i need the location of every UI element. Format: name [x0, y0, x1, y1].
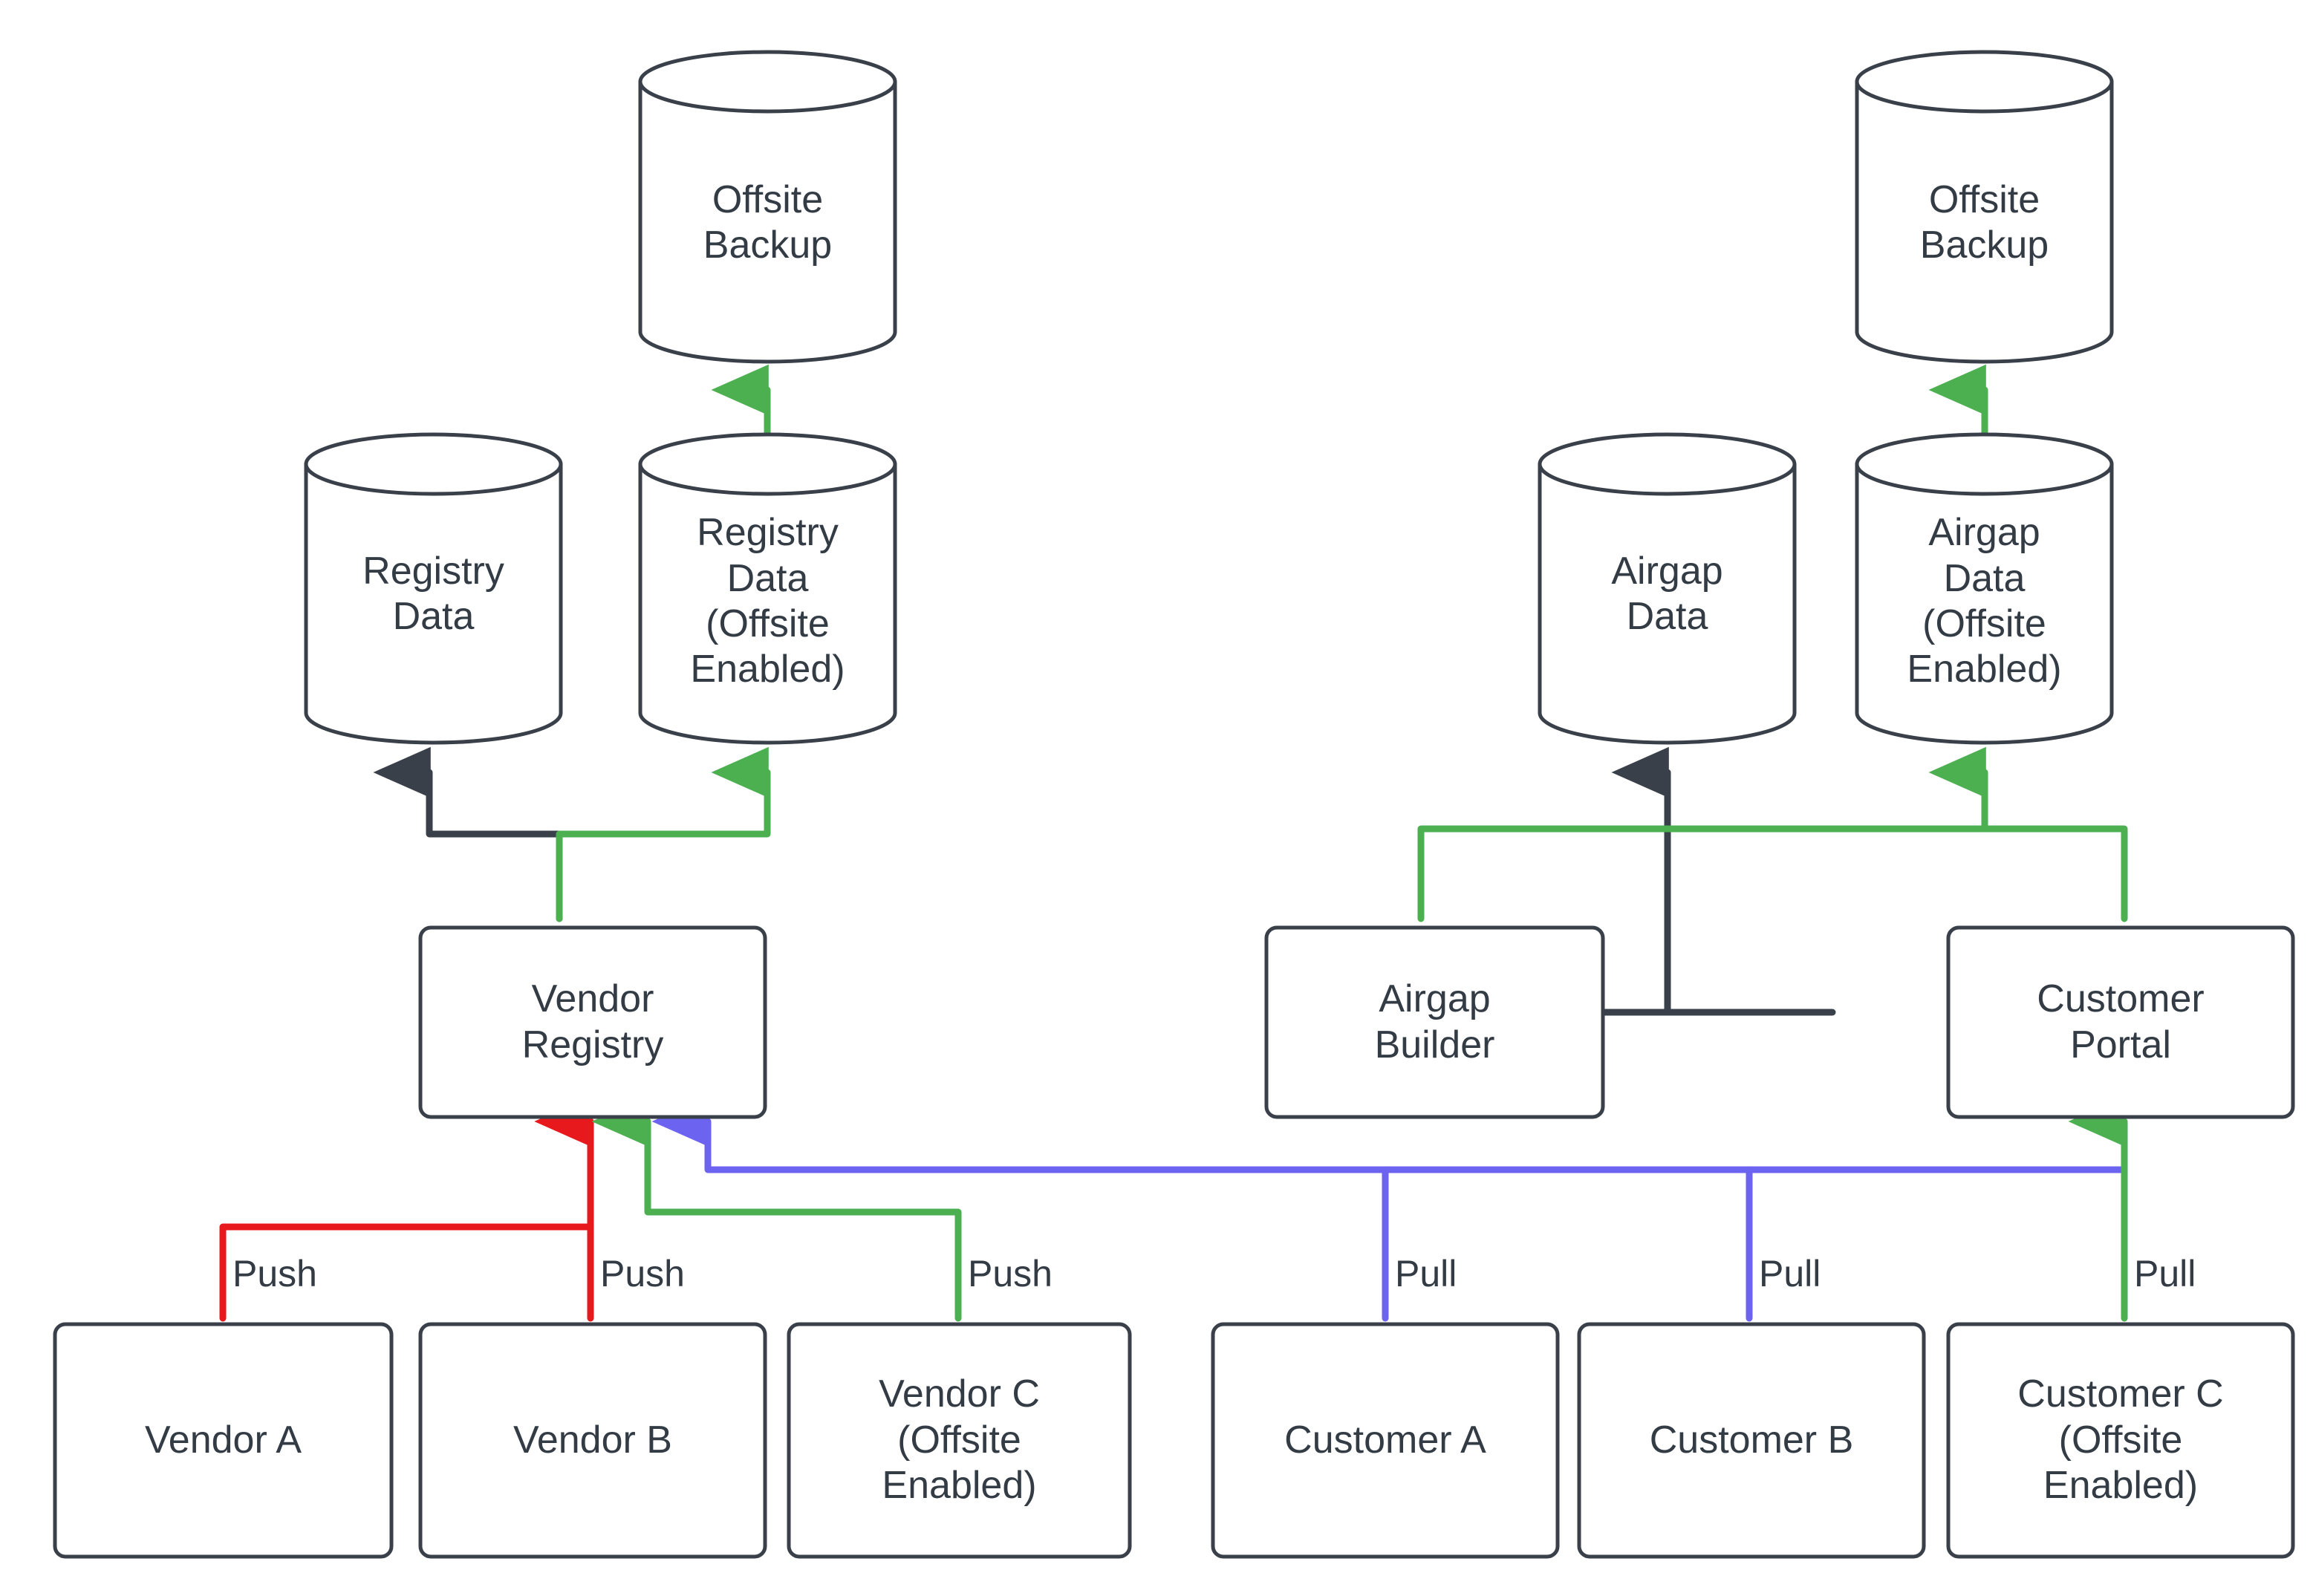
node-vendor-b-shape — [418, 1322, 767, 1559]
edge-vendor-registry-to-registry-data-offsite — [556, 746, 771, 922]
node-offsite-backup-left-shape — [638, 50, 897, 364]
node-airgap-builder-shape — [1264, 925, 1605, 1119]
node-registry-data-shape — [304, 432, 563, 745]
node-offsite-backup-right-shape — [1855, 50, 2114, 364]
node-airgap-data-offsite-shape — [1855, 432, 2114, 745]
node-vendor-a-shape — [53, 1322, 394, 1559]
edge-label-customer-a-pull: Pull — [1395, 1253, 1457, 1294]
node-customer-a-shape — [1211, 1322, 1560, 1559]
edge-airgap-builder-to-airgap-data-offsite — [1417, 746, 1988, 922]
node-airgap-data-shape — [1538, 432, 1797, 745]
node-vendor-registry-shape — [418, 925, 767, 1119]
edge-label-vendor-b-push: Push — [600, 1253, 685, 1294]
edge-vendor-c-to-vendor-registry — [591, 1095, 962, 1322]
edge-label-vendor-c-push: Push — [968, 1253, 1053, 1294]
edge-label-customer-c-pull: Pull — [2134, 1253, 2196, 1294]
node-vendor-c-shape — [787, 1322, 1132, 1559]
node-customer-portal-shape — [1946, 925, 2295, 1119]
edge-label-customer-b-pull: Pull — [1759, 1253, 1821, 1294]
edge-customer-portal-to-airgap-data-offsite — [1981, 825, 2128, 922]
node-registry-data-offsite-shape — [638, 432, 897, 745]
node-customer-b-shape — [1577, 1322, 1926, 1559]
node-customer-c-shape — [1946, 1322, 2295, 1559]
edge-label-vendor-a-push: Push — [232, 1253, 317, 1294]
